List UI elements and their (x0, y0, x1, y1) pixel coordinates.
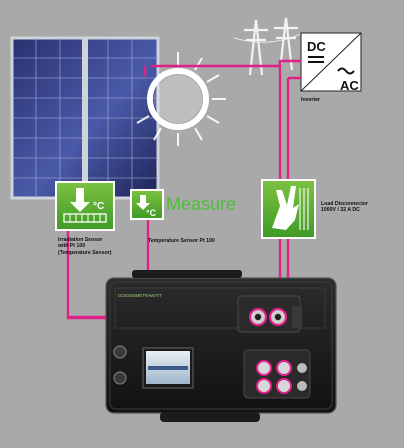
load-disconnector-label: Load Disconnector 1000V / 32 A DC (321, 201, 368, 214)
inverter-box (300, 32, 362, 92)
measure-label: Measure (166, 194, 237, 214)
irradiation-sensor-icon: °C (55, 181, 115, 231)
inverter-label: Inverter (301, 97, 321, 103)
temperature-sensor-label: Temperature Sensor Pt 100 (148, 238, 215, 244)
temperature-sensor-icon: °C (130, 189, 164, 220)
svg-text:°C: °C (146, 208, 157, 218)
load-disconnector-icon (261, 179, 316, 239)
solar-panel (10, 36, 160, 200)
measurement-device: GOSSENMETRAWATT (105, 270, 337, 422)
irradiation-sensor-label: Irradiation Sensor with Pt 100 (Temperat… (58, 237, 112, 256)
svg-text:°C: °C (93, 201, 104, 212)
sun-icon (136, 52, 226, 146)
inverter-ac-label: AC (340, 78, 359, 93)
inverter-dc-label: DC (307, 39, 326, 54)
device-brand-label: GOSSENMETRAWATT (118, 293, 162, 298)
power-pylon-icon (233, 17, 301, 76)
